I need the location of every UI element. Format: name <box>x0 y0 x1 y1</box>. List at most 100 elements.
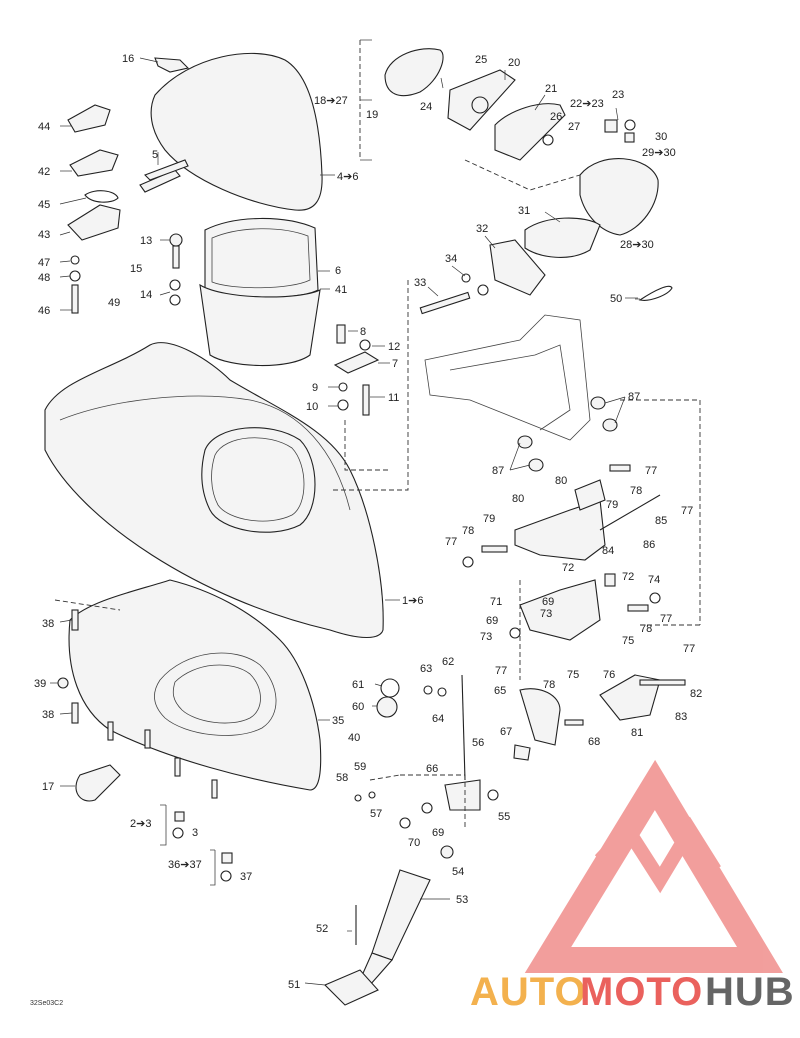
steering-linkage <box>462 464 700 761</box>
lower-hull-35 <box>68 579 322 791</box>
callout-43: 43 <box>38 229 50 241</box>
callout-20: 20 <box>508 57 520 69</box>
callout-3: 3 <box>192 827 198 839</box>
callout-44: 44 <box>38 121 50 133</box>
callout-79-b: 79 <box>483 513 495 525</box>
callout-6: 6 <box>335 265 341 277</box>
callout-33: 33 <box>414 277 426 289</box>
callout-77-c: 77 <box>445 536 457 548</box>
callout-62: 62 <box>442 656 454 668</box>
callout-2-3: 2➔3 <box>130 818 151 830</box>
callout-59: 59 <box>354 761 366 773</box>
bracket-parts <box>419 239 673 315</box>
watermark-logo <box>524 759 783 973</box>
callout-77-a: 77 <box>645 465 657 477</box>
callout-87-top: 87 <box>628 391 640 403</box>
callout-58: 58 <box>336 772 348 784</box>
callout-38-bottom: 38 <box>42 709 54 721</box>
callout-79-a: 79 <box>606 499 618 511</box>
callout-15: 15 <box>130 263 142 275</box>
callout-68: 68 <box>588 736 600 748</box>
callout-23: 23 <box>612 89 624 101</box>
callout-52: 52 <box>316 923 328 935</box>
callout-21: 21 <box>545 83 557 95</box>
callout-5: 5 <box>152 149 158 161</box>
callout-34: 34 <box>445 253 457 265</box>
hinge-parts <box>330 280 409 491</box>
callout-71: 71 <box>490 596 502 608</box>
callout-10: 10 <box>306 401 318 413</box>
callout-12: 12 <box>388 341 400 353</box>
callout-84: 84 <box>602 545 614 557</box>
callout-73-a: 73 <box>540 608 552 620</box>
callout-16: 16 <box>122 53 134 65</box>
cover-4 <box>150 52 335 211</box>
callout-77-b: 77 <box>681 505 693 517</box>
callout-48: 48 <box>38 272 50 284</box>
callout-14: 14 <box>140 289 152 301</box>
callout-78-d: 78 <box>543 679 555 691</box>
callout-7: 7 <box>392 358 398 370</box>
callout-24: 24 <box>420 101 432 113</box>
callout-47: 47 <box>38 257 50 269</box>
callout-49: 49 <box>108 297 120 309</box>
callout-65: 65 <box>494 685 506 697</box>
callout-69-b: 69 <box>486 615 498 627</box>
body-deck-1 <box>44 342 384 639</box>
callout-50: 50 <box>610 293 622 305</box>
lift-parts <box>324 674 499 1006</box>
callout-57: 57 <box>370 808 382 820</box>
watermark-hub: HUB <box>705 970 795 1014</box>
callout-78-c: 78 <box>640 623 652 635</box>
callout-75-b: 75 <box>567 669 579 681</box>
callout-67: 67 <box>500 726 512 738</box>
callout-87-bottom: 87 <box>492 465 504 477</box>
callout-64: 64 <box>432 713 444 725</box>
callout-76: 76 <box>603 669 615 681</box>
callout-13: 13 <box>140 235 152 247</box>
callout-32: 32 <box>476 223 488 235</box>
callout-40: 40 <box>348 732 360 744</box>
callout-30: 30 <box>655 131 667 143</box>
callout-66: 66 <box>426 763 438 775</box>
callout-37: 37 <box>240 871 252 883</box>
callout-61: 61 <box>352 679 364 691</box>
callout-35: 35 <box>332 715 344 727</box>
callout-18-27: 18➔27 <box>314 95 348 107</box>
callout-69-a: 69 <box>542 596 554 608</box>
callout-80-b: 80 <box>512 493 524 505</box>
callout-78-b: 78 <box>462 525 474 537</box>
callout-80-a: 80 <box>555 475 567 487</box>
callout-63: 63 <box>420 663 432 675</box>
callout-77-e: 77 <box>495 665 507 677</box>
callout-38-top: 38 <box>42 618 54 630</box>
callout-77-d: 77 <box>660 613 672 625</box>
callout-39: 39 <box>34 678 46 690</box>
callout-11: 11 <box>388 392 399 404</box>
glovebox-parts <box>359 39 659 258</box>
callout-83: 83 <box>675 711 687 723</box>
callout-53: 53 <box>456 894 468 906</box>
watermark-moto: MOTO <box>580 970 703 1014</box>
callout-74: 74 <box>648 574 660 586</box>
callout-60: 60 <box>352 701 364 713</box>
callout-36-37: 36➔37 <box>168 859 202 871</box>
callout-29-30: 29➔30 <box>642 147 676 159</box>
callout-25: 25 <box>475 54 487 66</box>
callout-81: 81 <box>631 727 643 739</box>
storage-bin-6 <box>199 217 321 367</box>
callout-22-23: 22➔23 <box>570 98 604 110</box>
support-frame <box>424 314 701 625</box>
callout-42: 42 <box>38 166 50 178</box>
callout-45: 45 <box>38 199 50 211</box>
callout-26: 26 <box>550 111 562 123</box>
callout-77-f: 77 <box>683 643 695 655</box>
callout-55: 55 <box>498 811 510 823</box>
callout-70: 70 <box>408 837 420 849</box>
callout-82: 82 <box>690 688 702 700</box>
callout-8: 8 <box>360 326 366 338</box>
callout-31: 31 <box>518 205 530 217</box>
callout-labels: 16 44 42 45 43 47 48 46 49 5 4➔6 13 15 1… <box>30 53 702 1007</box>
callout-85: 85 <box>655 515 667 527</box>
